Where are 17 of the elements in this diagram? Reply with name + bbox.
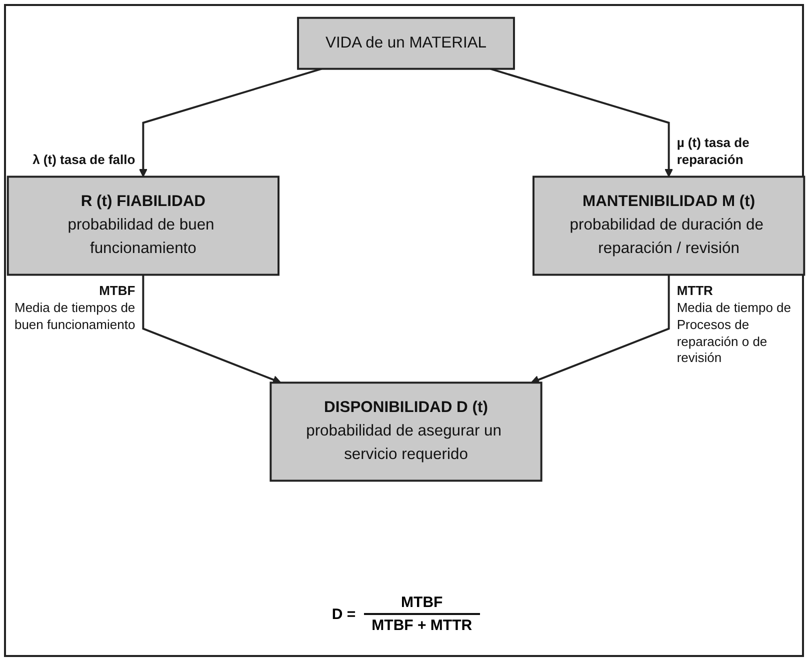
- metric-description: Media de tiempo de Procesos de reparación o de revisión: [676, 300, 792, 368]
- rate-label: λ (t) tasa de fallo: [32, 152, 136, 169]
- node-box: MANTENIBILIDAD M (t) probabilidad de duración de reparación / revisión: [532, 176, 806, 276]
- arrow: [142, 274, 282, 384]
- denominator: MTBF + MTTR: [364, 613, 480, 636]
- formula-term: D =: [332, 606, 356, 622]
- node-box: VIDA de un MATERIAL: [297, 16, 515, 70]
- node-box: R (t) FIABILIDAD probabilidad de buen funcionamiento: [6, 176, 280, 276]
- metric-label: MTTR: [676, 282, 714, 300]
- arrow: [530, 274, 670, 384]
- arrow: [490, 68, 674, 178]
- numerator: MTBF: [400, 593, 444, 613]
- node-box: DISPONIBILIDAD D (t) probabilidad de asegurar un servicio requerido: [270, 382, 542, 482]
- metric-description: Media de tiempos de buen funcionamiento: [13, 300, 136, 334]
- arrow: [138, 68, 322, 178]
- rate-label: µ (t) tasa de reparación: [676, 134, 750, 168]
- metric-label: MTBF: [98, 282, 136, 300]
